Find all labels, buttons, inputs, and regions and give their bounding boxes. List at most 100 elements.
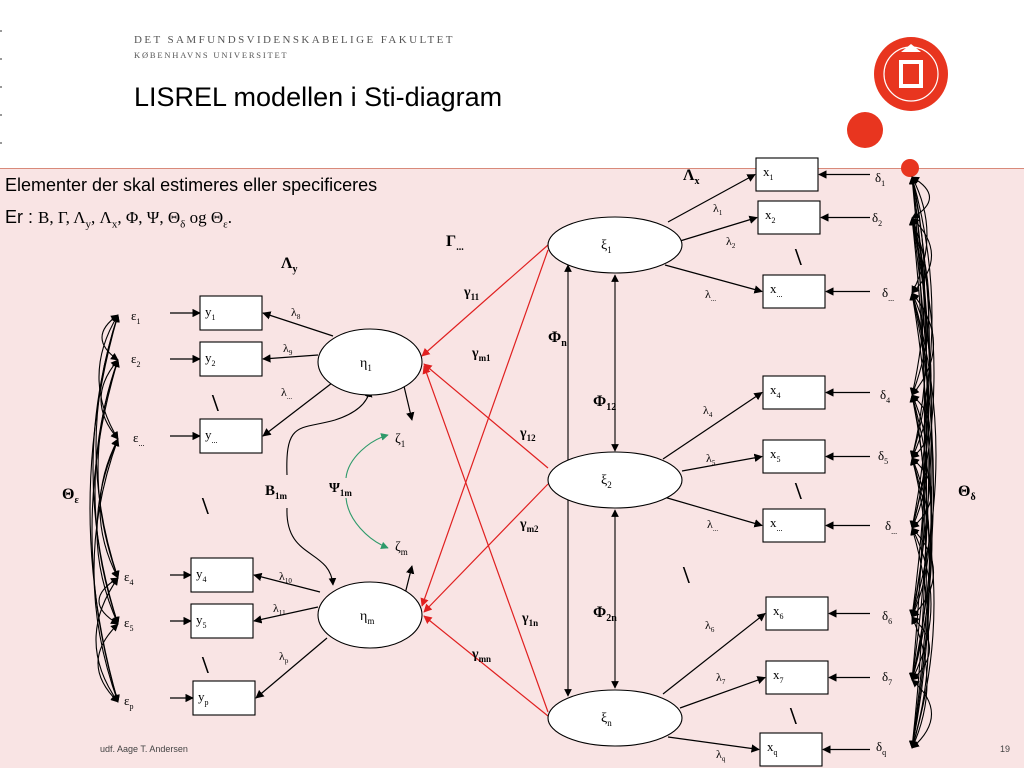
subtitle-symbols: Β, Γ, Λ [38, 208, 86, 227]
matrix-label-Phi2n: Φ2n [593, 604, 617, 624]
lambda-y-label-l8: λ8 [291, 305, 301, 321]
theta-delta-covariance [911, 217, 933, 294]
lambda-y-label-ldots_y1: λ... [281, 385, 292, 401]
indicator-box-y5 [190, 603, 254, 639]
gamma-path [423, 615, 549, 717]
decor-dot-large [847, 112, 883, 148]
indicator-label-y4: y4 [196, 566, 207, 584]
epsilon-label-e5: ε5 [124, 615, 133, 633]
theta-epsilon-covariance [97, 623, 119, 703]
lambda-x-loading [679, 215, 758, 242]
zeta-label-zm: ζm [395, 540, 408, 557]
theta-delta-covariance [911, 457, 933, 529]
beta-path [286, 389, 373, 476]
indicator-box-yp [192, 680, 256, 716]
epsilon-label-e1: ε1 [131, 308, 140, 326]
delta-label-dq: δq [876, 739, 886, 757]
subtitle-line-1: Elementer der skal estimeres eller speci… [5, 175, 378, 195]
indicator-box-x1 [755, 157, 819, 192]
subtitle-symbols-rest: y, Λx, Φ, Ψ, Θδ og Θε. [85, 208, 232, 231]
indicator-label-x2: x2 [765, 207, 776, 225]
latent-label-xin: ξn [601, 711, 612, 728]
margin-dots [0, 30, 4, 170]
beta-path [286, 507, 337, 586]
decor-dot-small [901, 159, 919, 177]
lambda-y-loading [262, 354, 319, 363]
indicator-box-xdots1 [762, 274, 826, 309]
gamma-label-gm1: γm1 [471, 346, 491, 363]
lambda-x-label-l2: λ2 [726, 234, 736, 250]
theta-epsilon-covariance [93, 438, 120, 703]
university-name: KØBENHAVNS UNIVERSITET [134, 50, 289, 60]
lambda-y-loading [253, 572, 321, 593]
indicator-label-x4: x4 [770, 382, 781, 400]
lambda-y-loading [262, 311, 334, 337]
gamma-path [420, 249, 549, 607]
indicator-box-x7 [765, 660, 829, 695]
gamma-label-gmn: γmn [471, 647, 491, 664]
indicator-box-y4 [190, 557, 254, 593]
delta-label-d6: δ6 [882, 608, 892, 626]
latent-node-xi2 [547, 451, 683, 509]
lambda-y-label-l10: λ10 [279, 569, 292, 585]
indicator-label-xdots2: x... [770, 515, 783, 533]
page-title: LISREL modellen i Sti-diagram [134, 82, 503, 112]
theta-epsilon-covariance [96, 438, 119, 625]
indicator-label-x1: x1 [763, 164, 774, 182]
gamma-label-g11: γ11 [463, 285, 480, 302]
page-number: 19 [1000, 744, 1011, 754]
matrix-label-Phin: Φn [548, 329, 567, 349]
lambda-x-loading [662, 612, 766, 695]
lambda-x-label-lq: λq [716, 747, 726, 763]
theta-delta-covariance [909, 292, 932, 749]
delta-label-d5: δ5 [878, 448, 888, 466]
subtitle-line-2: Er : Β, Γ, Λy, Λx, Φ, Ψ, Θδ og Θε. [5, 207, 232, 230]
theta-delta-covariance [910, 176, 933, 459]
ellipsis-mark: \ [682, 563, 690, 589]
indicator-label-y1: y1 [205, 304, 216, 322]
lambda-x-loading [663, 496, 763, 528]
zeta-arrow [402, 381, 415, 421]
lambda-x-label-l5: λ5 [706, 451, 716, 467]
indicator-label-x6: x6 [773, 603, 784, 621]
lambda-x-loading [667, 173, 756, 223]
indicator-box-y1 [199, 295, 263, 331]
matrix-label-ThetaD: Θδ [958, 483, 976, 503]
epsilon-label-edots: ε... [133, 430, 144, 448]
indicator-label-xdots1: x... [770, 281, 783, 299]
lambda-x-label-ldots_x2: λ... [707, 517, 718, 533]
gamma-path [423, 483, 549, 613]
indicator-label-yp: yp [198, 689, 209, 707]
theta-epsilon-covariance [92, 314, 120, 625]
lambda-y-label-l9: λ9 [283, 341, 293, 357]
epsilon-label-ep: εp [124, 693, 133, 711]
theta-epsilon-covariance [91, 359, 120, 703]
latent-label-xi1: ξ1 [601, 238, 612, 255]
indicator-box-xdots2 [762, 508, 826, 543]
matrix-label-B1m: Β1m [265, 483, 288, 501]
gamma-label-g1n: γ1n [521, 611, 538, 628]
lambda-y-label-l11: λ11 [273, 601, 286, 617]
indicator-box-y2 [199, 341, 263, 377]
theta-epsilon-covariance [95, 577, 119, 703]
indicator-box-xq [759, 732, 823, 767]
gamma-path [423, 363, 549, 469]
delta-label-d2: δ2 [872, 210, 882, 228]
lambda-x-label-ldots_x1: λ... [705, 287, 716, 303]
theta-epsilon-covariance [94, 359, 120, 625]
indicator-label-x5: x5 [770, 446, 781, 464]
theta-delta-covariance [909, 394, 931, 749]
lambda-x-label-l4: λ4 [703, 403, 713, 419]
lambda-x-loading [667, 736, 760, 753]
indicator-box-x2 [757, 200, 821, 235]
matrix-label-GammaM: Γ... [446, 233, 464, 253]
indicator-box-x5 [762, 439, 826, 474]
lambda-x-label-l1: λ1 [713, 201, 723, 217]
faculty-name: DET SAMFUNDSVIDENSKABELIGE FAKULTET [134, 34, 455, 46]
gamma-path [422, 365, 549, 713]
ellipsis-mark: \ [201, 653, 209, 679]
psi-covariance [345, 497, 389, 549]
gamma-path [421, 244, 549, 357]
ellipsis-mark: \ [794, 479, 802, 505]
